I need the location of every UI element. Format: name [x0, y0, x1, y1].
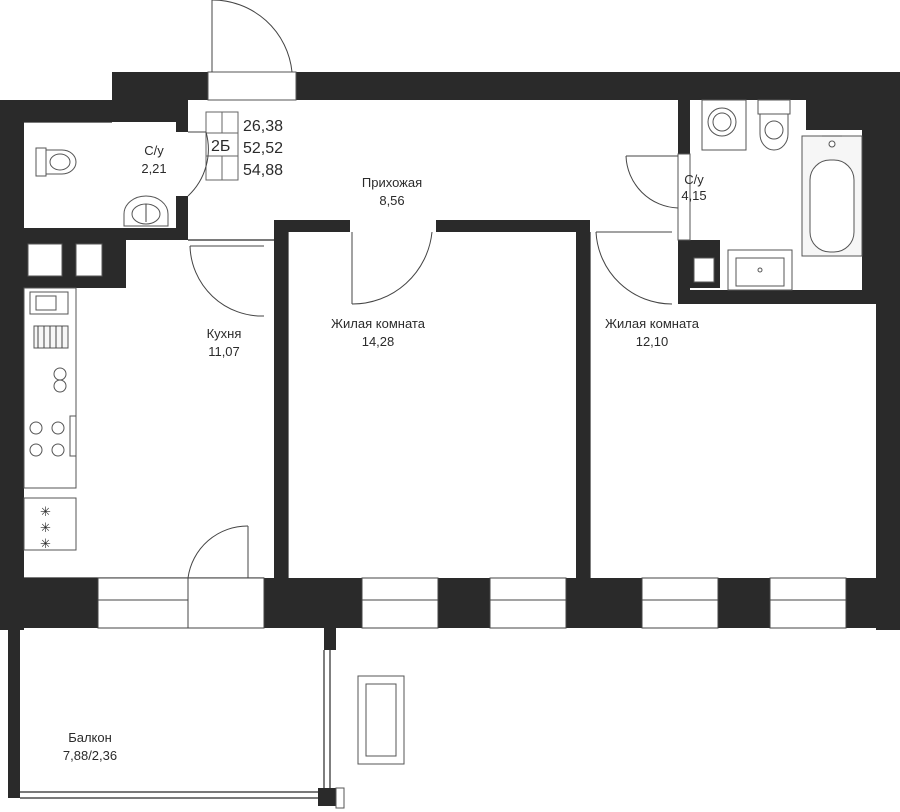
apartment-info-box: 2Б 26,38 52,52 54,88: [205, 111, 283, 181]
wall-left: [0, 100, 24, 630]
balcony-door-opening: [187, 577, 265, 629]
stove-icon: [29, 367, 77, 457]
svg-text:✳: ✳: [40, 536, 51, 551]
kitchen-counter-top: [23, 287, 77, 489]
wall-right: [876, 100, 900, 630]
wall-bath-large-left-lower: [678, 240, 690, 304]
area-total-with-balcony: 54,88: [243, 162, 283, 179]
wall-living1-top-left: [288, 220, 350, 232]
entry-door-opening: [207, 71, 297, 101]
sink-icon: [727, 249, 793, 291]
room-name-balcony: Балкон: [68, 730, 112, 745]
door-swing-icon: [189, 245, 265, 317]
room-area-living-1: 14,28: [362, 334, 395, 349]
shaft-1: [27, 243, 63, 277]
balcony-post-top: [324, 628, 336, 650]
door-swing-icon: [212, 0, 293, 73]
living-doors: [351, 231, 673, 305]
window-living1-a: [361, 577, 439, 629]
kitchen-counter-bottom: [23, 497, 77, 551]
room-name-bath-small: С/у: [144, 143, 164, 158]
room-name-kitchen: Кухня: [207, 326, 242, 341]
room-area-bath-small: 2,21: [141, 161, 166, 176]
oven-icon: ✳ ✳ ✳: [40, 504, 51, 551]
wall-bath-large-left: [678, 100, 690, 154]
door-swing-icon: [595, 231, 673, 305]
wall-living1-top-right: [436, 220, 590, 232]
toilet-icon: [35, 147, 77, 177]
area-living: 26,38: [243, 118, 283, 135]
bench-icon: [357, 675, 405, 765]
bathtub-icon: [801, 135, 863, 257]
wall-bath-small-top: [176, 100, 188, 132]
wall-bottom-4: [566, 578, 642, 628]
bath-large-door-opening: [677, 153, 691, 241]
wall-top-left-step-lower: [112, 100, 188, 122]
balcony-wall-left: [8, 628, 20, 798]
svg-text:✳: ✳: [40, 520, 51, 535]
shaft-2: [75, 243, 103, 277]
bath-small-fixtures: [35, 131, 209, 227]
entry-door: [207, 0, 297, 101]
bath-large-fixtures: [625, 99, 863, 291]
room-area-hallway: 8,56: [379, 193, 404, 208]
balcony: [8, 628, 405, 809]
walls: [0, 72, 900, 630]
room-area-balcony: 7,88/2,36: [63, 748, 117, 763]
wall-bath-kitchen: [24, 228, 188, 240]
kitchen-counter: ✳ ✳ ✳: [23, 245, 265, 628]
interior-lines: [24, 121, 591, 579]
wall-top-left: [0, 100, 112, 122]
room-name-living-2: Жилая комната: [605, 316, 700, 331]
room-labels: С/у 2,21 Прихожая 8,56 С/у 4,15 Кухня 11…: [63, 143, 707, 763]
toilet-icon: [757, 99, 791, 151]
windows: [97, 577, 847, 629]
wall-bath-large-right: [862, 100, 876, 290]
room-area-kitchen: 11,07: [208, 344, 240, 359]
svg-text:✳: ✳: [40, 504, 51, 519]
wall-bottom-1: [0, 578, 98, 628]
wall-bottom-3: [438, 578, 490, 628]
wall-kitchen-living1: [274, 220, 288, 578]
wall-top: [296, 72, 900, 100]
wall-living1-living2: [576, 220, 590, 578]
wall-bath-large-bottom: [678, 290, 876, 304]
door-swing-icon: [187, 131, 209, 197]
door-swing-icon: [351, 231, 433, 305]
bath-shaft-inner: [693, 257, 715, 283]
door-swing-icon: [187, 525, 249, 579]
door-swing-icon: [625, 155, 679, 209]
window-living2-a: [641, 577, 719, 629]
room-name-living-1: Жилая комната: [331, 316, 426, 331]
wall-bottom-6: [846, 578, 900, 628]
window-living1-b: [489, 577, 567, 629]
room-area-bath-large: 4,15: [681, 188, 706, 203]
sink-icon: [123, 195, 169, 227]
room-name-bath-large: С/у: [684, 172, 704, 187]
wall-bottom-2: [264, 578, 362, 628]
area-total: 52,52: [243, 140, 283, 157]
washing-machine-icon: [701, 99, 747, 151]
window-kitchen: [97, 577, 189, 629]
balcony-post-bottom: [318, 788, 336, 806]
apartment-type: 2Б: [211, 138, 230, 155]
wall-top-left-step: [112, 72, 208, 100]
room-area-living-2: 12,10: [636, 334, 669, 349]
window-living2-b: [769, 577, 847, 629]
kitchen-sink-icon: [29, 291, 69, 349]
room-name-hallway: Прихожая: [362, 175, 422, 190]
wall-bottom-5: [718, 578, 770, 628]
